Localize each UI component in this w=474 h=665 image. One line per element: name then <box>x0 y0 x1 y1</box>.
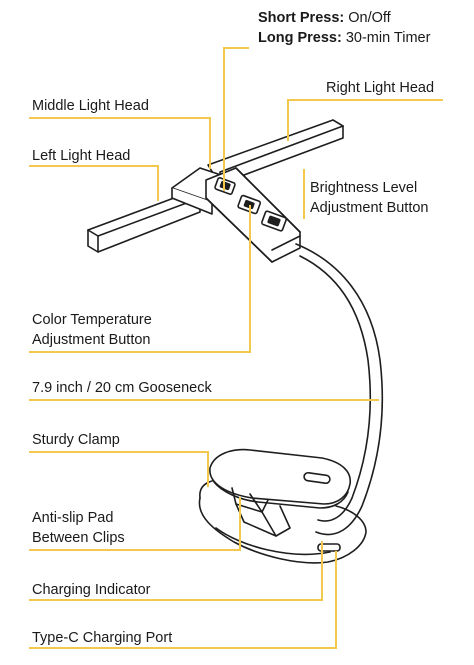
type-c-port-label: Type-C Charging Port <box>32 630 173 646</box>
brightness-label-line1: Brightness Level <box>310 180 418 196</box>
short-press-value: On/Off <box>348 10 391 26</box>
color-temp-label-line2: Adjustment Button <box>32 332 151 348</box>
clamp-lid <box>209 448 351 509</box>
long-press-key: Long Press: <box>258 30 342 46</box>
short-press-label: Short Press: On/Off <box>258 8 391 28</box>
sturdy-clamp-label: Sturdy Clamp <box>32 432 120 448</box>
long-press-value: 30-min Timer <box>345 30 431 46</box>
charging-indicator-label: Charging Indicator <box>32 582 151 598</box>
right-light-head-label: Right Light Head <box>326 80 435 96</box>
left-light-head-label: Left Light Head <box>32 148 131 164</box>
control-stem <box>205 167 301 263</box>
antislip-label-line2: Between Clips <box>32 530 125 546</box>
short-press-key: Short Press: <box>258 10 345 26</box>
gooseneck-label: 7.9 inch / 20 cm Gooseneck <box>32 380 212 396</box>
middle-light-head-label: Middle Light Head <box>32 98 149 114</box>
long-press-label: Long Press: 30-min Timer <box>258 28 430 48</box>
color-temp-label-line1: Color Temperature <box>32 312 152 328</box>
clamp-jaw <box>231 487 291 537</box>
brightness-label-line2: Adjustment Button <box>310 200 429 216</box>
antislip-label-line1: Anti-slip Pad <box>32 510 114 526</box>
gooseneck <box>295 243 384 536</box>
